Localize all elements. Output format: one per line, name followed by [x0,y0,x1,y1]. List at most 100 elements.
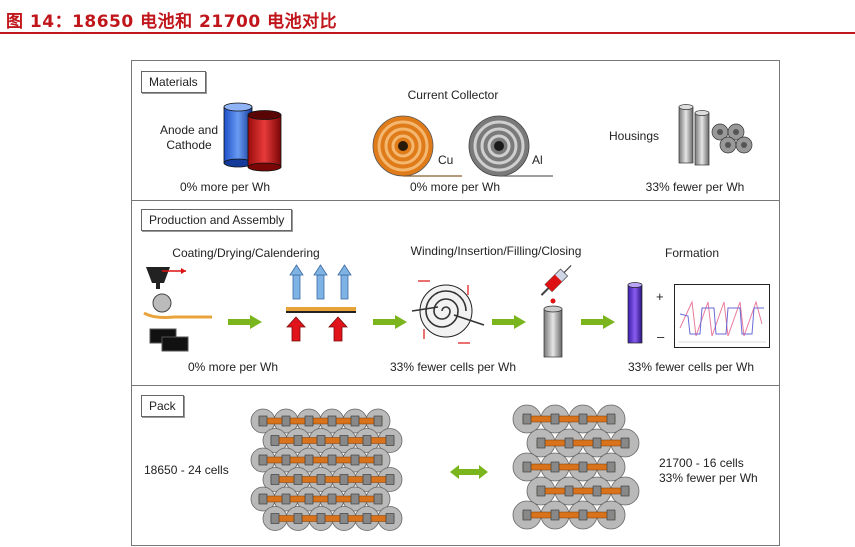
anode-note: 0% more per Wh [179,180,271,194]
pack-right-label-1: 21700 - 16 cells [659,456,744,470]
pack-terminal [592,485,602,497]
pack-terminal [258,454,268,466]
collector-note: 0% more per Wh [409,180,501,194]
pack-bus-bar [522,511,616,519]
plus-sign: + [656,289,664,304]
pack-right-label-2: 33% fewer per Wh [659,471,758,485]
housings-label: Housings [609,129,660,143]
pack-terminal [293,513,303,524]
pack-bus-bar [270,437,395,444]
pack-terminal [339,474,349,485]
pack-18650-array [250,408,403,531]
pack-terminal [281,493,291,505]
pack-bus-bar [258,456,383,464]
cu-label: Cu [438,153,454,167]
pack-bus-bar [258,495,383,503]
double-arrow-icon [450,465,488,479]
pack-terminal [385,435,395,446]
pack-terminal [327,493,337,505]
coating-note: 0% more per Wh [187,360,279,374]
pack-terminal [293,474,303,485]
winding-note: 33% fewer cells per Wh [389,360,517,374]
pack-bus-bar [536,487,630,495]
anode-cathode-label: Anode and Cathode [159,123,219,152]
cu-foil-roll-icon [372,115,462,177]
current-collector-label: Current Collector [407,88,499,102]
pack-terminal [339,513,349,524]
pack-terminal [304,454,314,466]
pack-bus-bar [536,439,630,447]
pack-terminal [316,474,326,485]
green-arrow-2 [373,315,407,329]
pack-21700-array [512,404,640,530]
pack-terminal [522,509,532,521]
green-arrow-1 [228,315,262,329]
production-tag: Production and Assembly [141,209,293,231]
diagram-frame: Materials Anode and Cathode 0% more per … [131,60,780,546]
pack-terminal [373,415,383,427]
formation-battery-icon [627,282,643,344]
figure-title: 图 14：18650 电池和 21700 电池对比 [6,12,338,32]
pack-terminal [362,513,372,524]
coating-label: Coating/Drying/Calendering [172,246,320,260]
pack-terminal [385,513,395,524]
pack-terminal [270,435,280,446]
pack-terminal [536,485,546,497]
pack-terminal [550,509,560,521]
pack-terminal [606,461,616,473]
pack-terminal [550,413,560,425]
pack-bus-bar [270,515,395,522]
pack-terminal [362,435,372,446]
green-arrow-4 [581,315,615,329]
pack-terminal [327,454,337,466]
pack-terminal [373,454,383,466]
pack-terminal [304,415,314,427]
green-arrow-3 [492,315,526,329]
pack-terminal [258,415,268,427]
formation-label: Formation [664,246,720,260]
pack-terminal [293,435,303,446]
pack-terminal [536,437,546,449]
pack-terminal [578,461,588,473]
pack-terminal [281,454,291,466]
report-header: 图 14：18650 电池和 21700 电池对比 [0,0,855,36]
pack-terminal [606,509,616,521]
pack-terminal [362,474,372,485]
filling-syringe-icon [540,265,572,358]
coating-machine-icon [143,267,212,352]
al-label: Al [532,153,543,167]
pack-terminal [578,509,588,521]
pack-tag: Pack [141,395,184,417]
production-panel: Production and Assembly Coating/Drying/C… [132,201,779,386]
pack-terminal [339,435,349,446]
pack-terminal [350,454,360,466]
minus-sign: – [657,329,665,344]
al-foil-roll-icon [468,115,553,177]
materials-tag: Materials [141,71,206,93]
pack-bus-bar [270,476,395,483]
pack-bus-bar [522,463,616,471]
pack-terminal [281,415,291,427]
pack-terminal [350,415,360,427]
header-rule [0,32,855,34]
pack-terminal [270,474,280,485]
pack-terminal [522,413,532,425]
pack-terminal [385,474,395,485]
pack-terminal [606,413,616,425]
pack-panel: Pack 18650 - 24 cells 21700 - 16 cells 3… [132,386,779,545]
pack-terminal [373,493,383,505]
winding-label: Winding/Insertion/Filling/Closing [410,244,582,258]
housings-note: 33% fewer per Wh [645,180,745,194]
winding-icon [411,280,485,344]
housings-icon [678,104,753,166]
pack-bus-bar [522,415,616,423]
drying-icon [286,264,356,342]
pack-terminal [304,493,314,505]
pack-terminal [316,435,326,446]
pack-left-label: 18650 - 24 cells [144,463,229,477]
pack-terminal [316,513,326,524]
materials-panel: Materials Anode and Cathode 0% more per … [132,61,779,201]
pack-terminal [620,437,630,449]
pack-terminal [564,437,574,449]
pack-bus-bar [258,417,383,425]
